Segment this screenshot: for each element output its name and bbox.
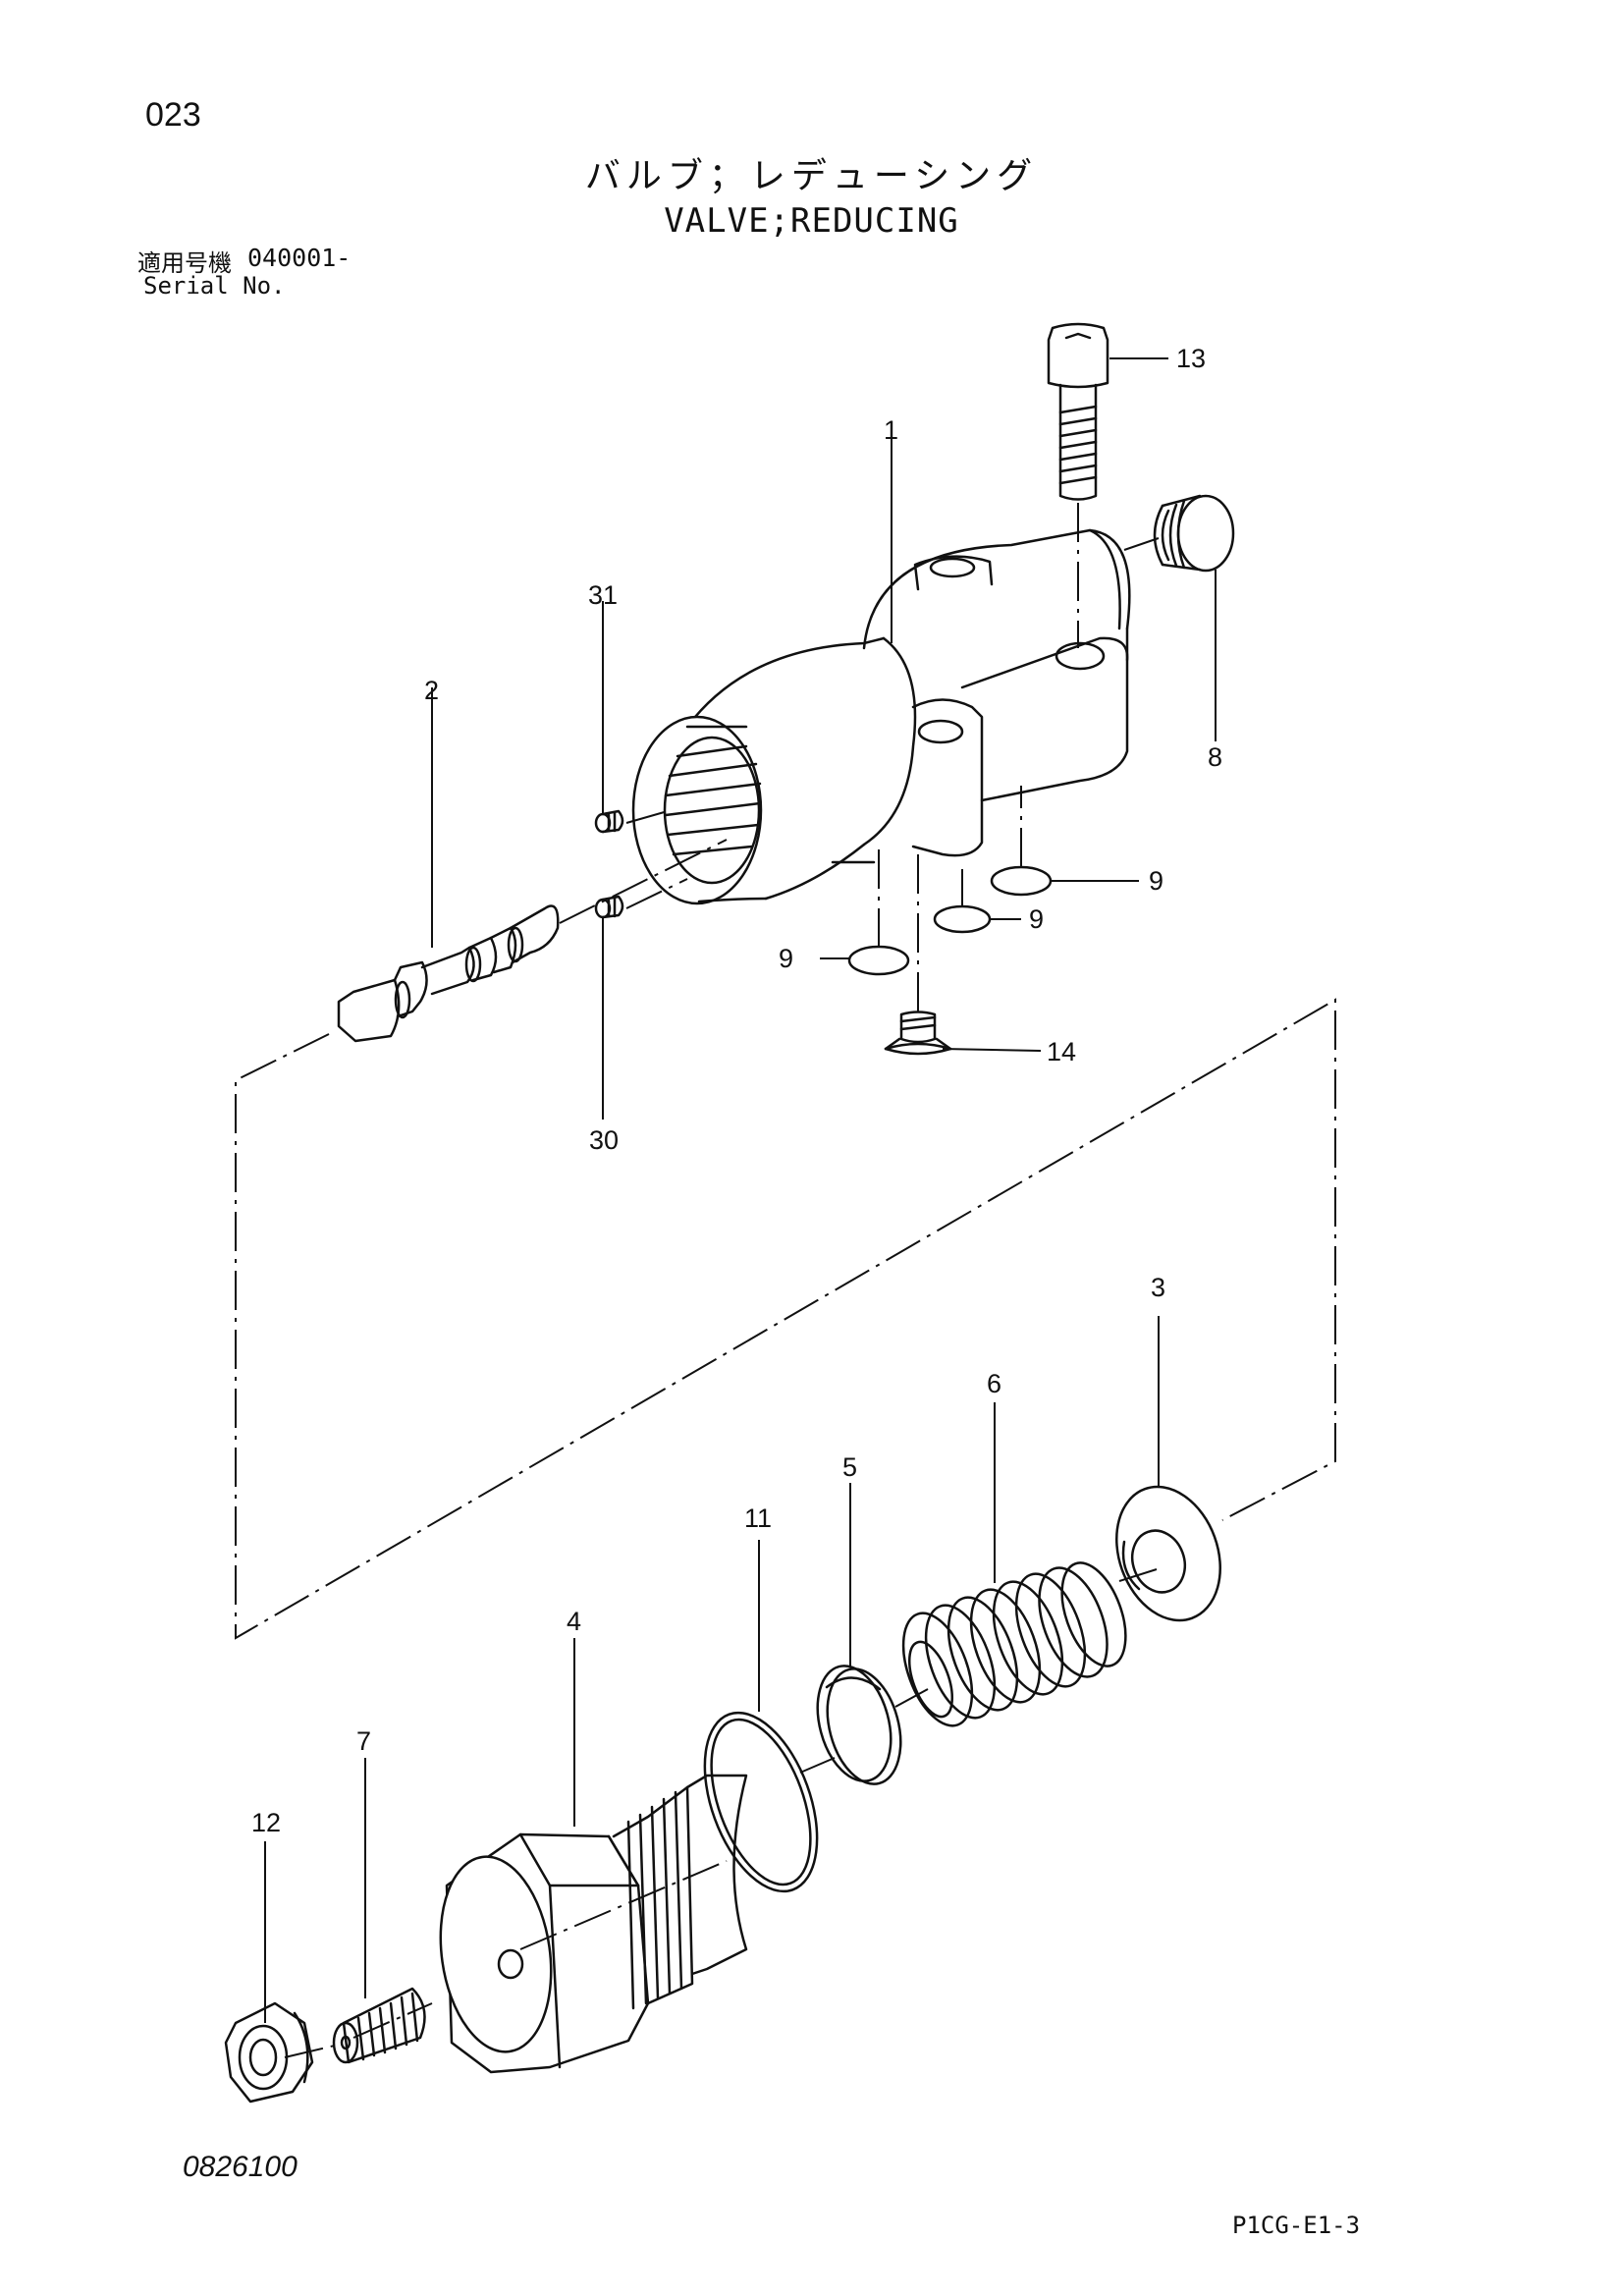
callout-9-left: 9	[779, 944, 793, 973]
callout-13: 13	[1176, 344, 1206, 373]
callout-2: 2	[424, 676, 439, 705]
serial-range: 040001-	[247, 244, 352, 272]
serial-label-english: Serial No.	[143, 272, 286, 300]
callout-6: 6	[987, 1369, 1001, 1398]
nut-part-12	[224, 2001, 314, 2104]
plate-part-5	[816, 1665, 902, 1785]
valve-body-part-1	[631, 528, 1131, 905]
leader-lines	[264, 357, 1217, 2023]
page-number: 023	[145, 96, 201, 134]
callout-11: 11	[744, 1503, 772, 1533]
set-screw-part-31	[594, 809, 624, 834]
adjusting-plug-part-4	[439, 1774, 748, 2074]
callout-7: 7	[356, 1726, 371, 1756]
bolt-part-13	[1047, 322, 1109, 501]
assembly-centerlines	[235, 503, 1336, 2058]
o-ring-part-9-c	[990, 865, 1053, 897]
callout-14: 14	[1047, 1037, 1076, 1066]
callout-12: 12	[251, 1808, 281, 1837]
title-japanese: バルブ；レデューシング	[584, 156, 1039, 196]
spring-seat-part-3	[1115, 1485, 1221, 1622]
o-ring-part-9-a	[847, 945, 910, 976]
plug-part-8	[1153, 494, 1235, 573]
callout-3: 3	[1151, 1273, 1165, 1302]
title-english: VALVE;REDUCING	[664, 201, 959, 241]
callout-1: 1	[884, 415, 898, 445]
o-ring-part-9-b	[933, 904, 992, 934]
sheet-code: P1CG-E1-3	[1232, 2212, 1361, 2239]
set-screw-part-30	[594, 895, 624, 919]
callout-9-right: 9	[1149, 866, 1163, 896]
spool-part-2	[337, 904, 560, 1043]
callout-31: 31	[588, 580, 618, 610]
spring-part-6	[901, 1561, 1127, 1727]
screw-part-14	[884, 1011, 952, 1056]
drawing-number: 0826100	[183, 2151, 298, 2183]
callout-labels: 13 1 8 9 9 9 14 2 31 30 3 6 5 11 4 7 12	[251, 344, 1222, 1837]
callout-4: 4	[567, 1607, 581, 1636]
callout-8: 8	[1208, 742, 1222, 772]
adjusting-screw-part-7	[332, 1987, 426, 2064]
o-ring-part-11	[703, 1711, 819, 1893]
callout-30: 30	[589, 1125, 619, 1155]
callout-5: 5	[842, 1452, 857, 1482]
callout-9-middle: 9	[1029, 904, 1044, 934]
serial-label-japanese: 適用号機	[137, 249, 232, 277]
